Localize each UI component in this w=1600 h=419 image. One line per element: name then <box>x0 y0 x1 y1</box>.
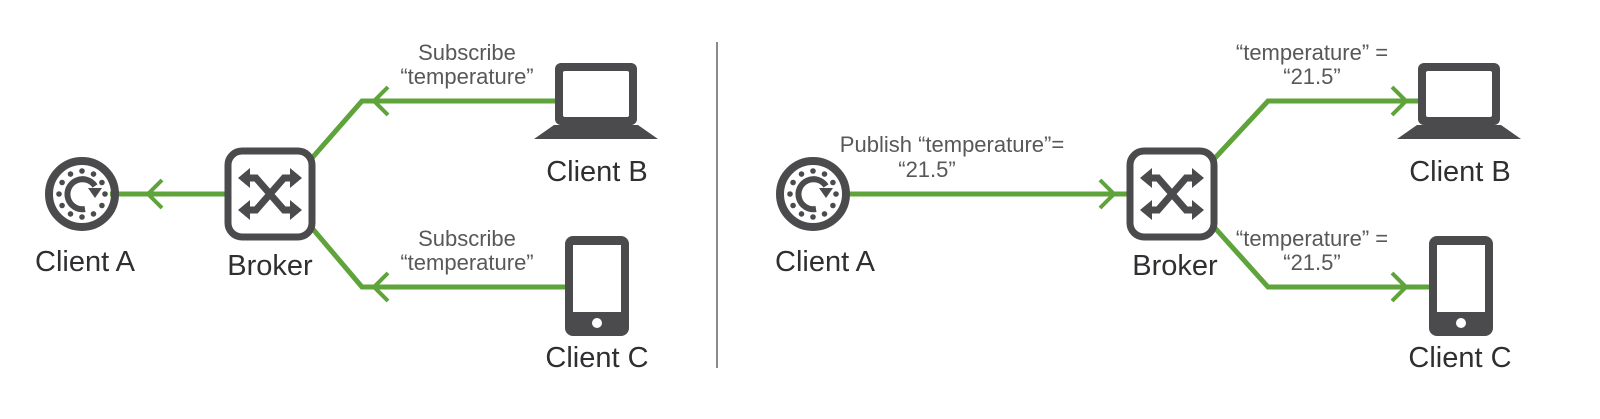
deliver-message-b-line2: “21.5” <box>1283 64 1340 89</box>
arrow-left-icon <box>371 271 390 303</box>
wire-broker-to-client-c <box>1213 226 1430 290</box>
phone-icon <box>565 236 629 336</box>
publish-message-line2: “21.5” <box>898 157 955 182</box>
arrow-left-icon <box>371 85 390 117</box>
arrow-right-icon <box>1098 178 1117 210</box>
sensor-icon <box>780 161 846 227</box>
publish-message-line1: Publish “temperature”= <box>840 132 1064 157</box>
broker-label: Broker <box>1132 250 1218 282</box>
client-c-label: Client C <box>545 342 648 374</box>
sensor-icon <box>49 161 115 227</box>
client-a-label: Client A <box>35 246 136 278</box>
broker-label: Broker <box>227 250 313 282</box>
client-a-label: Client A <box>775 246 876 278</box>
subscribe-message-c-line1: Subscribe <box>418 226 516 251</box>
arrow-left-icon <box>145 178 164 210</box>
subscribe-panel: Client A Broker Client B Client C Subscr… <box>35 40 658 374</box>
subscribe-message-b-line2: “temperature” <box>400 64 533 89</box>
client-b-label: Client B <box>546 156 648 188</box>
arrow-right-icon <box>1390 85 1409 117</box>
deliver-message-c-line1: “temperature” = <box>1236 226 1388 251</box>
arrow-right-icon <box>1390 271 1409 303</box>
broker-switch-icon <box>1130 151 1214 237</box>
deliver-message-b-line1: “temperature” = <box>1236 40 1388 65</box>
subscribe-message-c-line2: “temperature” <box>400 250 533 275</box>
phone-icon <box>1429 236 1493 336</box>
subscribe-message-b-line1: Subscribe <box>418 40 516 65</box>
deliver-message-c-line2: “21.5” <box>1283 250 1340 275</box>
wire-client-c-to-broker <box>310 226 566 290</box>
wire-broker-to-client-b <box>1213 98 1418 160</box>
publish-panel: Client A Broker Client B Client C Publis… <box>775 40 1521 374</box>
client-b-label: Client B <box>1409 156 1511 188</box>
broker-switch-icon <box>228 151 312 237</box>
wire-client-b-to-broker <box>310 98 555 160</box>
client-c-label: Client C <box>1408 342 1511 374</box>
